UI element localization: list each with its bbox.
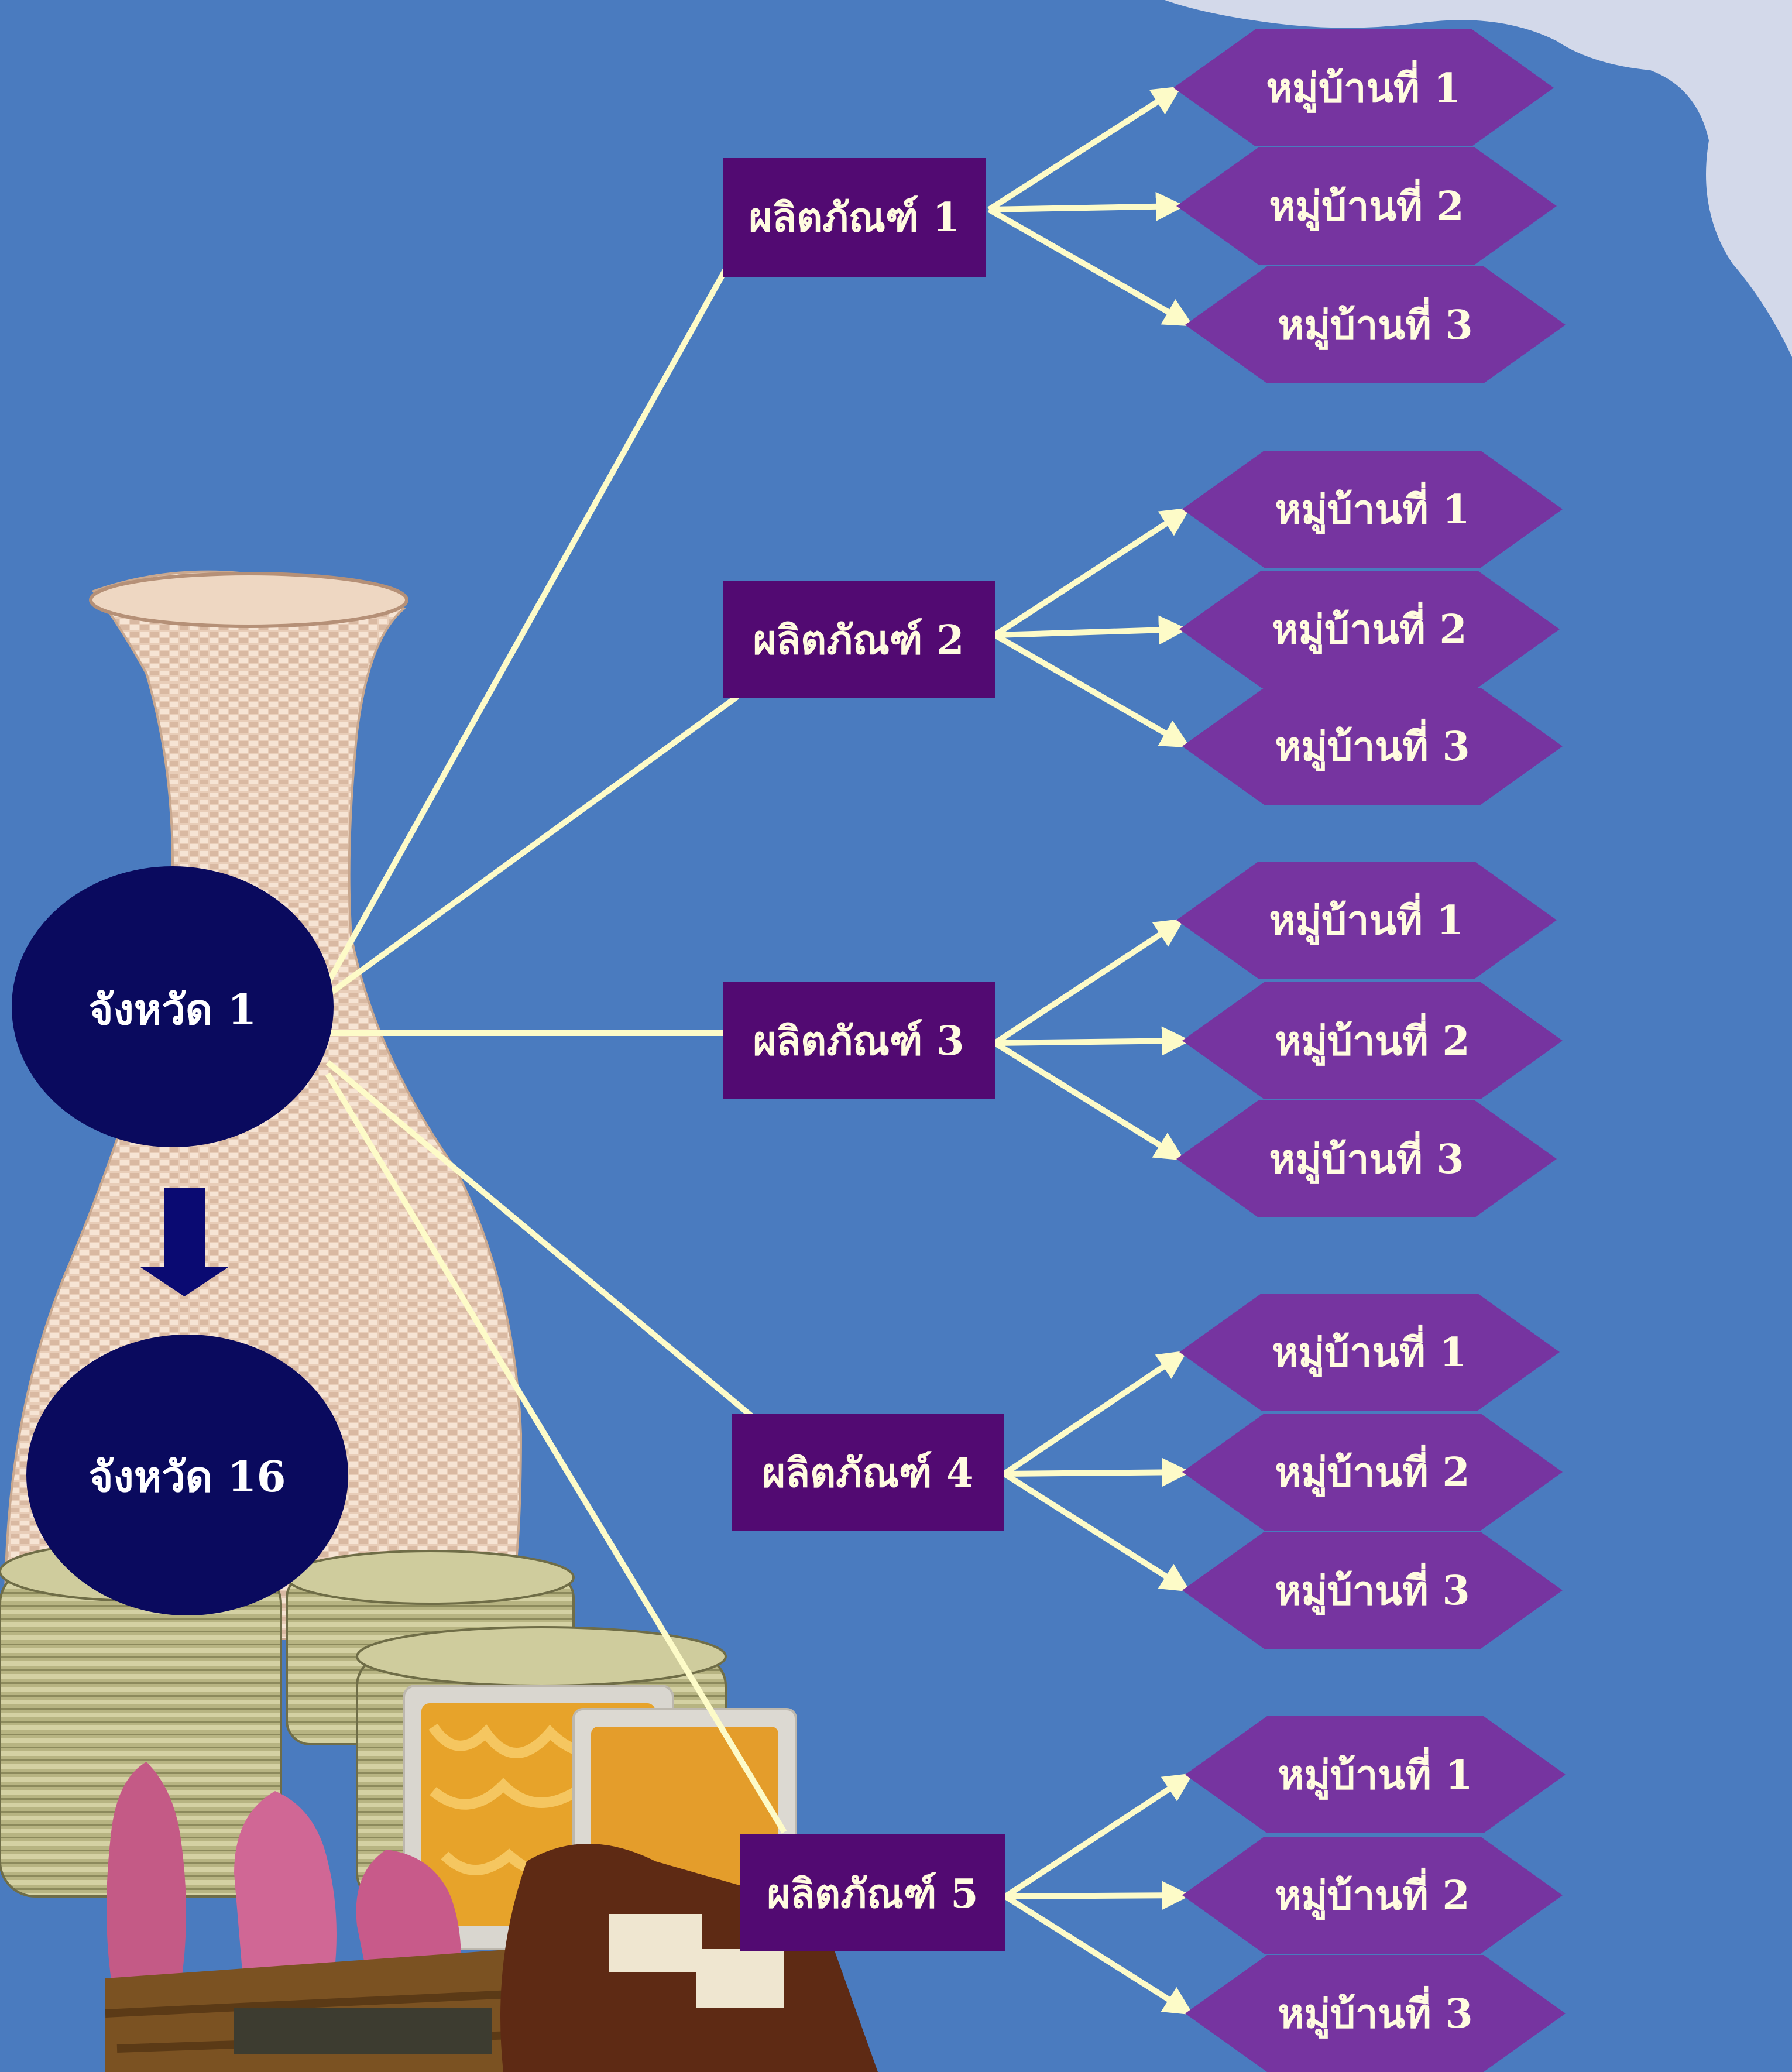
village-label: หมู่บ้านที่ 1: [1272, 1324, 1467, 1378]
village-node: หมู่บ้านที่ 3: [1182, 1532, 1563, 1649]
village-hexagon: [1185, 1716, 1566, 1833]
village-label: หมู่บ้านที่ 3: [1269, 1131, 1464, 1185]
village-arrow: [993, 632, 1191, 749]
village-arrow: [987, 85, 1182, 212]
down-arrow-icon: [140, 1188, 228, 1296]
product-label-2: ผลิตภัณฑ์ 2: [753, 617, 964, 664]
village-arrow: [1005, 1881, 1191, 1910]
village-arrow: [1004, 1893, 1194, 2016]
village-label: หมู่บ้านที่ 3: [1275, 718, 1470, 772]
village-arrow: [1003, 1471, 1191, 1593]
village-node: หมู่บ้านที่ 1: [1182, 451, 1563, 568]
village-hexagon: [1185, 266, 1566, 383]
village-node: หมู่บ้านที่ 3: [1182, 688, 1563, 805]
village-arrow: [1004, 1772, 1194, 1899]
village-arrow: [993, 506, 1191, 638]
village-label: หมู่บ้านที่ 2: [1272, 601, 1467, 655]
village-arrow: [993, 1040, 1185, 1162]
village-node: หมู่บ้านที่ 2: [1176, 147, 1557, 265]
village-node: หมู่บ้านที่ 2: [1179, 571, 1560, 688]
village-node: หมู่บ้านที่ 2: [1182, 1414, 1563, 1531]
village-label: หมู่บ้านที่ 2: [1275, 1444, 1470, 1498]
village-node: หมู่บ้านที่ 3: [1185, 266, 1566, 383]
village-arrow: [988, 191, 1185, 221]
village-hexagon: [1182, 1837, 1563, 1954]
village-hexagon: [1182, 1414, 1563, 1531]
village-label: หมู่บ้านที่ 3: [1278, 297, 1472, 351]
village-node: หมู่บ้านที่ 3: [1185, 1955, 1566, 2072]
village-node: หมู่บ้านที่ 2: [1182, 1837, 1563, 1954]
village-label: หมู่บ้านที่ 2: [1269, 178, 1464, 232]
village-arrows: [987, 85, 1194, 2016]
village-label: หมู่บ้านที่ 1: [1278, 1747, 1472, 1800]
snack-bags-illustration: [105, 1685, 878, 2072]
village-arrow: [993, 917, 1185, 1046]
village-label: หมู่บ้านที่ 1: [1275, 481, 1470, 535]
product-label-5: ผลิตภัณฑ์ 5: [767, 1871, 978, 1917]
product-node-2: ผลิตภัณฑ์ 2: [723, 581, 995, 698]
village-hexagon: [1173, 29, 1554, 146]
village-node: หมู่บ้านที่ 2: [1182, 982, 1563, 1099]
connectors: [325, 267, 787, 1834]
village-label: หมู่บ้านที่ 2: [1275, 1867, 1470, 1921]
village-arrow: [994, 1026, 1191, 1056]
village-hexagon: [1176, 1100, 1557, 1217]
corner-cloud: [1165, 0, 1792, 357]
village-hexagon: [1176, 862, 1557, 979]
village-node: หมู่บ้านที่ 1: [1185, 1716, 1566, 1833]
village-hexagon: [1185, 1955, 1566, 2072]
village-hexagon: [1182, 688, 1563, 805]
product-label-3: ผลิตภัณฑ์ 3: [753, 1018, 964, 1065]
product-node-1: ผลิตภัณฑ์ 1: [723, 158, 986, 277]
product-label-1: ผลิตภัณฑ์ 1: [749, 194, 960, 241]
product-node-5: ผลิตภัณฑ์ 5: [740, 1834, 1005, 1951]
village-hexagon: [1176, 147, 1557, 265]
village-hexagon: [1182, 982, 1563, 1099]
village-arrow: [987, 207, 1194, 328]
village-node: หมู่บ้านที่ 1: [1179, 1294, 1560, 1411]
village-hexagon: [1182, 451, 1563, 568]
village-arrow: [994, 615, 1188, 645]
province-node-16: จังหวัด 16: [26, 1335, 348, 1615]
village-label: หมู่บ้านที่ 2: [1275, 1013, 1470, 1066]
village-arrow: [1003, 1349, 1188, 1477]
village-label: หมู่บ้านที่ 1: [1266, 60, 1461, 114]
product-node-3: ผลิตภัณฑ์ 3: [723, 982, 995, 1099]
product-node-4: ผลิตภัณฑ์ 4: [732, 1414, 1004, 1531]
village-layer: หมู่บ้านที่ 1 หมู่บ้านที่ 2 หมู่บ้านที่ 3 ห…: [1173, 29, 1566, 2072]
village-node: หมู่บ้านที่ 1: [1173, 29, 1554, 146]
product-layer: ผลิตภัณฑ์ 1 ผลิตภัณฑ์ 2 ผลิตภัณฑ์ 3 ผลิต…: [723, 158, 1005, 1951]
village-label: หมู่บ้านที่ 3: [1275, 1562, 1470, 1616]
village-hexagon: [1179, 1294, 1560, 1411]
village-node: หมู่บ้านที่ 1: [1176, 862, 1557, 979]
product-label-4: ผลิตภัณฑ์ 4: [762, 1450, 973, 1497]
village-node: หมู่บ้านที่ 3: [1176, 1100, 1557, 1217]
village-arrow: [1004, 1457, 1191, 1487]
province-label-16: จังหวัด 16: [88, 1452, 286, 1501]
province-label-1: จังหวัด 1: [88, 984, 256, 1034]
village-label: หมู่บ้านที่ 1: [1269, 892, 1464, 946]
village-label: หมู่บ้านที่ 3: [1278, 1985, 1472, 2039]
village-hexagon: [1179, 571, 1560, 688]
village-hexagon: [1182, 1532, 1563, 1649]
province-node-1: จังหวัด 1: [12, 866, 334, 1147]
